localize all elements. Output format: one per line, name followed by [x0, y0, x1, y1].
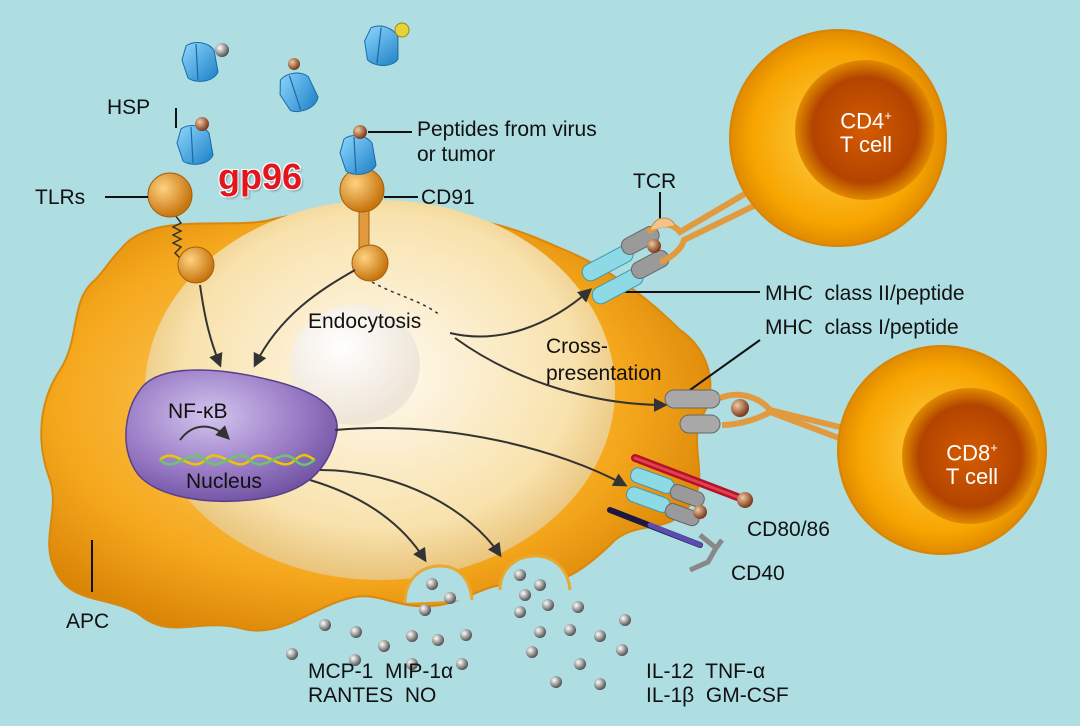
cd80-86-molecule: [631, 454, 753, 508]
cd91-label: CD91: [421, 186, 475, 209]
secretion-vesicle-right: [498, 554, 572, 591]
mhc1-leader-line: [689, 339, 761, 391]
cd80-86-label: CD80/86: [747, 518, 830, 541]
cd91-receptor-top: [339, 167, 385, 213]
endocytosis-to-nucleus-arrow: [253, 269, 356, 368]
nfkb-label: NF-κB: [168, 400, 228, 423]
nucleus-shape: [125, 369, 338, 502]
mhc2-presentation-arrow: [449, 288, 593, 338]
tcr-cd4: [646, 182, 772, 265]
tcr-cd8: [718, 391, 862, 449]
cd8-main: CD8: [946, 440, 991, 466]
cd4-t-cell: [729, 29, 947, 247]
hsp-protein-icon: [181, 41, 229, 82]
tlr-receptor-top: [147, 172, 193, 218]
peptides-label-line2: or tumor: [417, 143, 496, 166]
endocytosis-path-line: [371, 281, 441, 316]
cd8-sub: T cell: [945, 464, 999, 490]
tlr-signal-arrow: [199, 284, 223, 368]
nucleus-label: Nucleus: [186, 470, 262, 493]
cross-presentation-label-line1: Cross-: [546, 335, 608, 358]
cd80-86-bars: [626, 467, 707, 527]
secreted-molecules: [286, 569, 631, 690]
cd8-t-cell: [837, 345, 1047, 555]
peptides-label-line1: Peptides from virus: [417, 118, 597, 141]
chemokine-arrow: [309, 479, 427, 563]
apc-label: APC: [66, 610, 110, 633]
tlrs-label: TLRs: [35, 186, 86, 209]
tlr-receptor-bottom: [177, 246, 215, 284]
cd91-receptor-bottom: [351, 244, 389, 282]
mhc2-label: MHC class II/peptide: [765, 282, 965, 305]
hsp-protein-icon: [176, 117, 214, 165]
cd40-molecule: [607, 507, 724, 573]
hsp-protein-icon: [339, 125, 377, 175]
cd4-sub: T cell: [839, 132, 893, 158]
nfkb-arrow-icon: [179, 425, 230, 441]
hsp-protein-icon: [360, 22, 410, 69]
endosome-vacuole: [290, 305, 420, 425]
cross-presentation-arrow: [454, 337, 668, 412]
endocytosis-label: Endocytosis: [308, 310, 422, 333]
tcr-label: TCR: [633, 170, 677, 193]
chemokines-label-line2: RANTES NO: [308, 684, 437, 707]
hsp-protein-icon: [274, 58, 322, 116]
secretion-vesicle-left: [403, 564, 474, 604]
tlr-wavy-stalk: [171, 214, 184, 262]
cd4-t-cell-label: CD4+ T cell: [828, 104, 904, 157]
costim-arrow: [334, 427, 628, 487]
cd8-sup: +: [990, 440, 998, 455]
cytokine-arrow: [319, 469, 502, 558]
hsp-label: HSP: [107, 96, 151, 119]
cd8-t-cell-label: CD8+ T cell: [934, 436, 1010, 489]
chemokines-label-line1: MCP-1 MIP-1α: [308, 660, 454, 683]
cross-presentation-label-line2: presentation: [546, 362, 662, 385]
cd4-main: CD4: [840, 108, 885, 134]
cytokines-label-line2: IL-1β GM-CSF: [646, 684, 789, 707]
cd40-label: CD40: [731, 562, 785, 585]
mhc1-label: MHC class I/peptide: [765, 316, 959, 339]
gp96-title: gp96: [218, 156, 303, 197]
cytokines-label-line1: IL-12 TNF-α: [646, 660, 766, 683]
cd4-sup: +: [884, 108, 892, 123]
mhc1-complex: [664, 389, 749, 434]
